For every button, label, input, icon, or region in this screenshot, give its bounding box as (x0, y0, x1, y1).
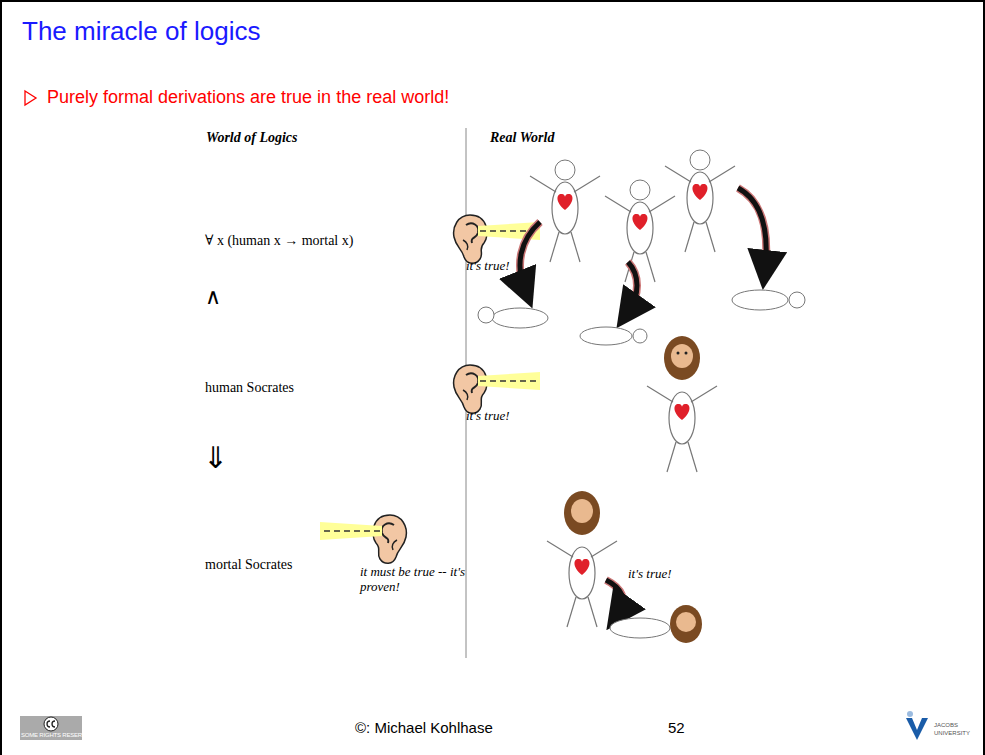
eye-note: it's true! (628, 566, 672, 582)
connective: ∧ (205, 284, 221, 310)
cc-badge (20, 716, 82, 740)
bullet-triangle (25, 91, 36, 105)
formula: mortal Socrates (205, 557, 292, 573)
slide-title: The miracle of logics (22, 16, 260, 47)
pane-heading: Real World (490, 130, 554, 146)
license-text: SOME RIGHTS RESERVED (21, 732, 81, 738)
pane-heading: World of Logics (206, 130, 298, 146)
eye-note: it's true! (466, 258, 510, 274)
eye-note: it's true! (466, 408, 510, 424)
logo-text: JACOBS UNIVERSITY (934, 721, 978, 737)
implication-arrow: ⇓ (203, 440, 228, 475)
footer-author: ©: Michael Kohlhase (355, 719, 493, 736)
eye-note: it must be true -- it's proven! (360, 564, 472, 594)
slide-number: 52 (668, 719, 685, 736)
formula: ∀ x (human x → mortal x) (205, 232, 353, 249)
bullet-text: Purely formal derivations are true in th… (47, 87, 449, 108)
formula: human Socrates (205, 380, 294, 396)
jacobs-logo (906, 718, 928, 740)
